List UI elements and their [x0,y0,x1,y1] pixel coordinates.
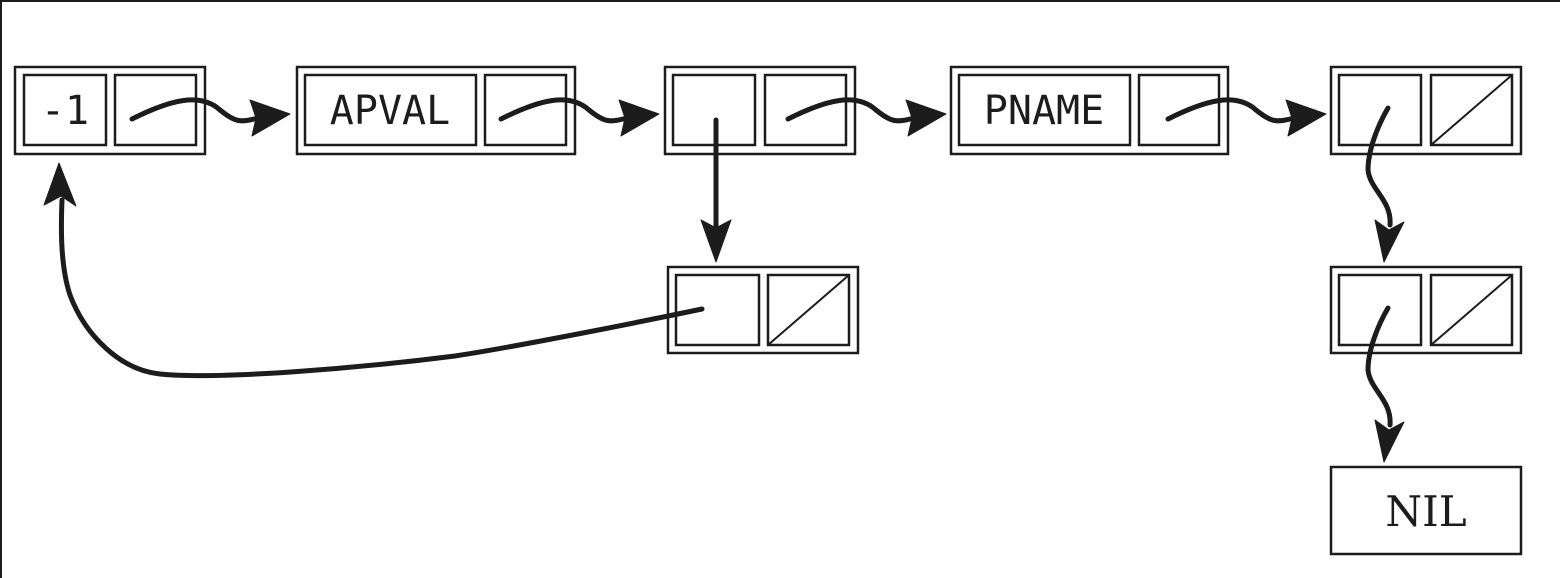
pname-value-cell [1329,65,1523,156]
back-arrow [43,162,705,379]
apval-label: APVAL [330,88,450,134]
nil-slash-mark [767,274,850,346]
nil-label: NIL [1385,487,1466,536]
cdr-arrow [498,97,660,137]
nil-slash-mark [1430,74,1513,146]
cdr-arrow [1165,97,1327,137]
minus-one-cell: -1 [13,65,207,156]
pname-label: PNAME [984,88,1104,134]
car-arrow [1365,305,1405,463]
minus-one-car-box [22,73,108,147]
car-arrow [1365,105,1405,263]
pname-second-car-box [1337,273,1423,347]
value-list-cell [666,265,860,355]
value-cell [663,65,857,156]
cdr-arrow [785,97,947,137]
pname-car-box [957,73,1132,147]
pname-value-car-box [1337,73,1423,147]
pname-cell: PNAME [949,65,1230,156]
car-arrow [700,117,732,263]
nil-slash-mark [1430,274,1513,346]
minus-one-label: -1 [41,88,89,134]
pname-cdr-box [1137,73,1221,147]
apval-car-box [303,73,478,147]
pname-second-cell [1329,265,1523,355]
apval-cell: APVAL [295,65,577,156]
nil-atom: NIL [1329,465,1523,556]
cdr-arrow [129,97,291,137]
